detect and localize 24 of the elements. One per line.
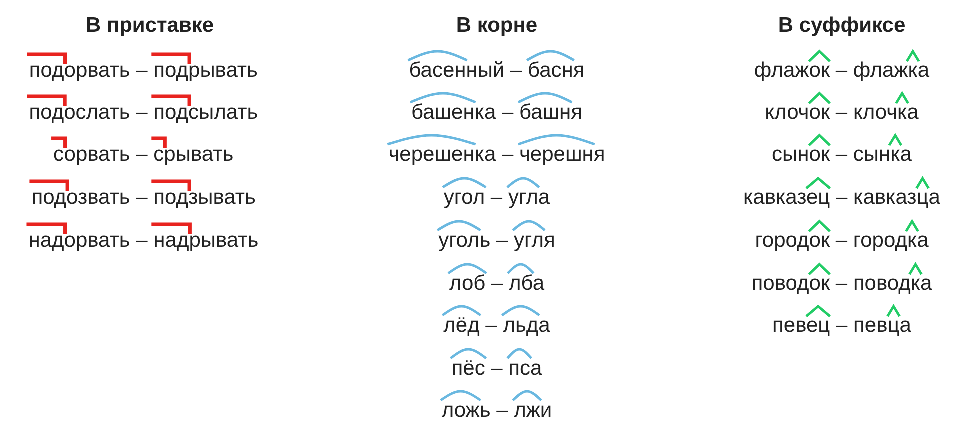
word-pair: уголь – угля: [438, 230, 556, 250]
word-pair: клочок – клочка: [765, 102, 919, 122]
word-pair: подозвать – подзывать: [32, 186, 256, 208]
word-pair: ложь – лжи: [442, 400, 552, 420]
word-pair: флажок – флажка: [754, 60, 930, 80]
word-pair: городок – городка: [755, 230, 929, 250]
word-pair: басенный – басня: [409, 60, 585, 80]
word-pair: певец – певца: [772, 314, 912, 336]
word-pair: лёд – льда: [444, 314, 550, 336]
word-pair: сынок – сынка: [772, 144, 912, 164]
word-pair: поводок – поводка: [752, 272, 932, 294]
word-pair: черешенка – черешня: [388, 144, 606, 164]
word-pair: подорвать – подрывать: [29, 60, 258, 80]
word-pair: угол – угла: [444, 186, 550, 208]
word-pair: пёс – пса: [452, 358, 542, 378]
word-pair: кавказец – кавказца: [744, 186, 940, 208]
column-heading: В суффиксе: [778, 14, 906, 36]
word-pair: надорвать – надрывать: [28, 230, 259, 250]
word-pair: сорвать – срывать: [54, 144, 234, 164]
word-pair: лоб – лба: [449, 272, 545, 294]
word-pair: подослать – подсылать: [29, 102, 258, 122]
column-heading: В приставке: [86, 14, 214, 36]
word-pair: башенка – башня: [411, 102, 583, 122]
column-heading: В корне: [456, 14, 538, 36]
